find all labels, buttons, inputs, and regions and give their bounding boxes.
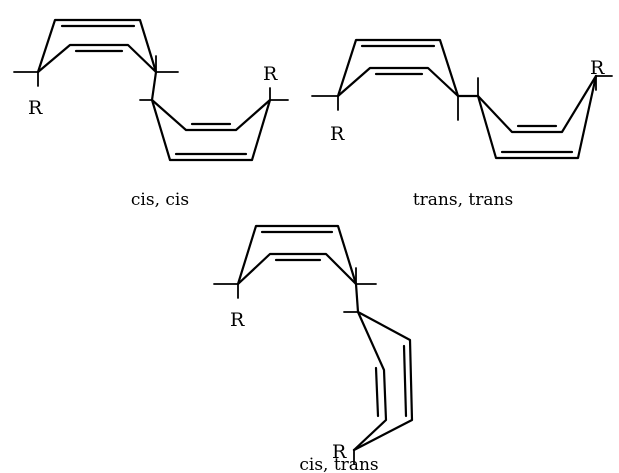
- substituent-r-1: R: [230, 309, 245, 331]
- double-bond-right: [402, 344, 408, 418]
- double-bond-left: [374, 366, 380, 418]
- linking-bond: [354, 282, 360, 314]
- linking-bond: [150, 70, 158, 102]
- ring-lower-right: [352, 310, 414, 452]
- ring-upper-outer: [236, 224, 358, 286]
- ring-upper-inner: [336, 66, 460, 98]
- ring-lower-left: [352, 310, 388, 452]
- substituent-r-2: R: [332, 441, 347, 463]
- substituent-r-1: R: [330, 123, 345, 145]
- substituent-r-1: R: [28, 97, 43, 119]
- substituent-r-2: R: [263, 63, 278, 85]
- ring-upper-inner: [36, 43, 158, 74]
- structure-cis-cis: R R cis, cis: [13, 18, 289, 210]
- ring-upper-outer: [336, 38, 460, 98]
- substituent-r-2: R: [590, 57, 605, 79]
- ring-lower-inner: [150, 98, 272, 132]
- structure-trans-trans: R R trans, trans: [311, 38, 613, 210]
- ring-lower-inner: [476, 74, 598, 134]
- ring-upper-outer: [36, 18, 158, 74]
- structure-cis-trans: R R cis, trans: [213, 224, 414, 473]
- ring-upper-inner: [236, 252, 358, 286]
- caption-trans-trans: trans, trans: [413, 190, 513, 210]
- caption-cis-trans: cis, trans: [299, 455, 378, 473]
- ring-lower-outer: [476, 74, 598, 160]
- caption-cis-cis: cis, cis: [131, 190, 189, 210]
- ring-lower-outer: [150, 98, 272, 162]
